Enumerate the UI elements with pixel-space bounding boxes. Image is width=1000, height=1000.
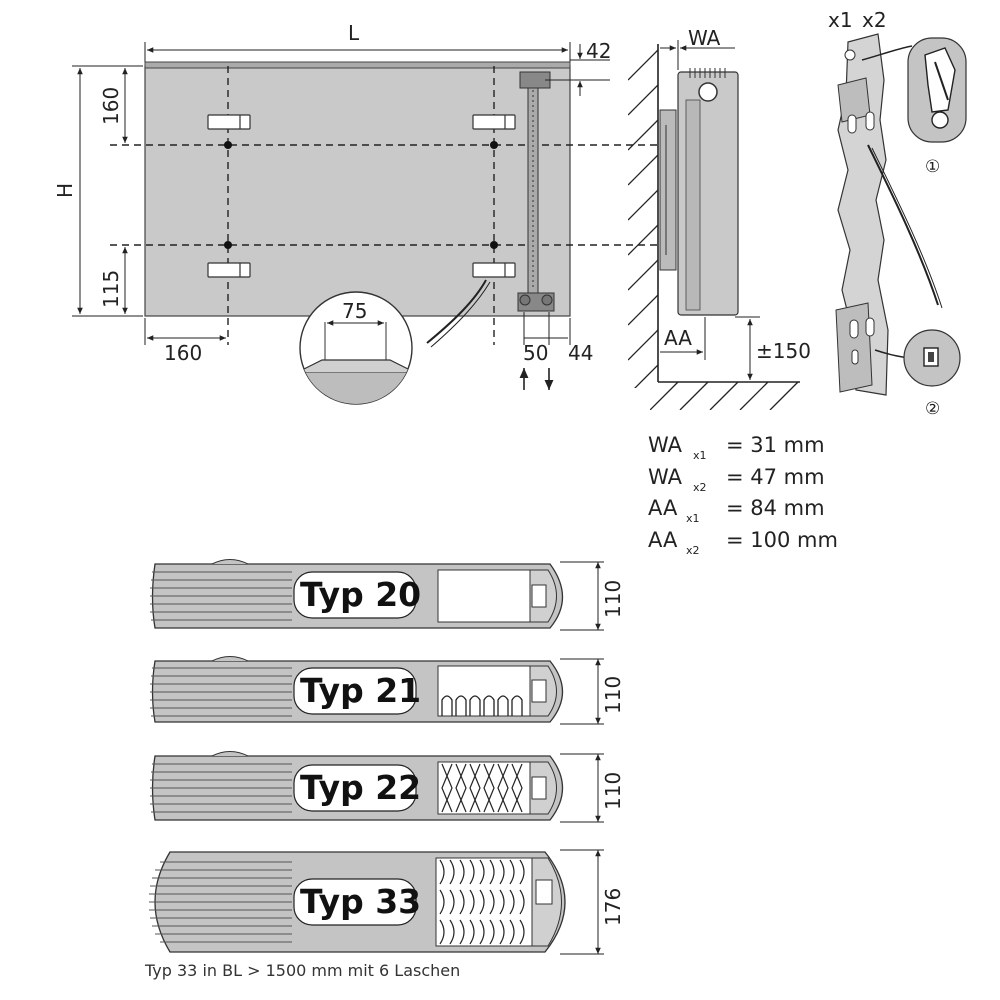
type-label: Typ 21 xyxy=(300,671,421,710)
dim-length xyxy=(144,42,571,62)
valve-assembly xyxy=(517,71,555,312)
bracket-slots xyxy=(207,114,516,278)
variant-label-x2: x2 xyxy=(862,8,887,32)
height-label: H xyxy=(53,183,77,198)
bracket-view: x1 x2 ① ② xyxy=(828,8,967,419)
detail-clip-zoom xyxy=(907,37,967,143)
type-label: Typ 33 xyxy=(300,882,421,921)
dim-left-offset xyxy=(144,318,226,345)
floor-hatch xyxy=(650,381,799,410)
legend-label: WA xyxy=(648,465,683,489)
side-view: WA AA ±150 xyxy=(628,26,811,410)
radiator-top-edge xyxy=(144,61,571,69)
flow-arrows xyxy=(519,368,554,390)
left-offset-label: 160 xyxy=(164,341,202,365)
legend-value: = 31 mm xyxy=(726,433,825,457)
side-offset-label: 42 xyxy=(586,39,611,63)
legend-value: = 100 mm xyxy=(726,528,838,552)
wall-bracket-side xyxy=(659,109,677,271)
mount-point xyxy=(490,241,498,249)
legend-label: AA xyxy=(648,528,678,552)
length-label: L xyxy=(348,21,360,45)
connection-offset-label: 44 xyxy=(568,341,593,365)
type-label: Typ 20 xyxy=(300,575,421,614)
type-depth: 176 xyxy=(601,888,625,926)
top-offset-label: 160 xyxy=(99,87,123,125)
type-depth: 110 xyxy=(601,772,625,810)
dim-wall-distance xyxy=(660,40,735,70)
top-grille xyxy=(689,68,726,78)
type-depth: 110 xyxy=(601,676,625,714)
axis-distance-label: AA xyxy=(664,326,692,350)
legend-sub: x2 xyxy=(693,481,707,494)
wall-distance-label: WA xyxy=(688,26,721,50)
type-profile-22 xyxy=(150,751,604,823)
detail-stop-zoom xyxy=(903,329,961,387)
callout-2: ② xyxy=(925,399,940,419)
axis-lines xyxy=(110,66,660,345)
bracket-width-label: 75 xyxy=(342,299,367,323)
front-view: L 42 H 160 115 160 xyxy=(53,21,660,405)
type-profile-33 xyxy=(149,849,604,955)
dim-connections xyxy=(523,312,571,345)
legend-sub: x1 xyxy=(686,512,700,525)
bottom-offset-label: 115 xyxy=(99,270,123,308)
floor-tolerance-label: ±150 xyxy=(756,339,811,363)
legend-label: AA xyxy=(648,496,678,520)
dimension-legend: WA x1 = 31 mm WA x2 = 47 mm AA x1 = 84 m… xyxy=(648,433,838,557)
dim-axis-distance xyxy=(660,317,706,360)
legend-sub: x2 xyxy=(686,544,700,557)
type-depth: 110 xyxy=(601,580,625,618)
type-profile-20 xyxy=(150,559,604,631)
wall-hatch xyxy=(628,49,658,388)
variant-label-x1: x1 xyxy=(828,8,853,32)
type-label: Typ 22 xyxy=(300,768,421,807)
legend-value: = 47 mm xyxy=(726,465,825,489)
dim-floor-distance xyxy=(735,316,760,380)
connection-spacing-label: 50 xyxy=(523,341,548,365)
legend-label: WA xyxy=(648,433,683,457)
legend-value: = 84 mm xyxy=(726,496,825,520)
callout-1: ① xyxy=(925,157,940,177)
dim-side-offset xyxy=(545,44,610,96)
footnote: Typ 33 in BL > 1500 mm mit 6 Laschen xyxy=(144,961,460,980)
mount-point xyxy=(490,141,498,149)
radiator-panel xyxy=(144,65,571,317)
mount-point xyxy=(224,241,232,249)
type-profile-21 xyxy=(150,656,604,725)
mount-point xyxy=(224,141,232,149)
dim-height xyxy=(72,65,143,317)
zoom-leader xyxy=(426,279,487,344)
legend-sub: x1 xyxy=(693,449,707,462)
